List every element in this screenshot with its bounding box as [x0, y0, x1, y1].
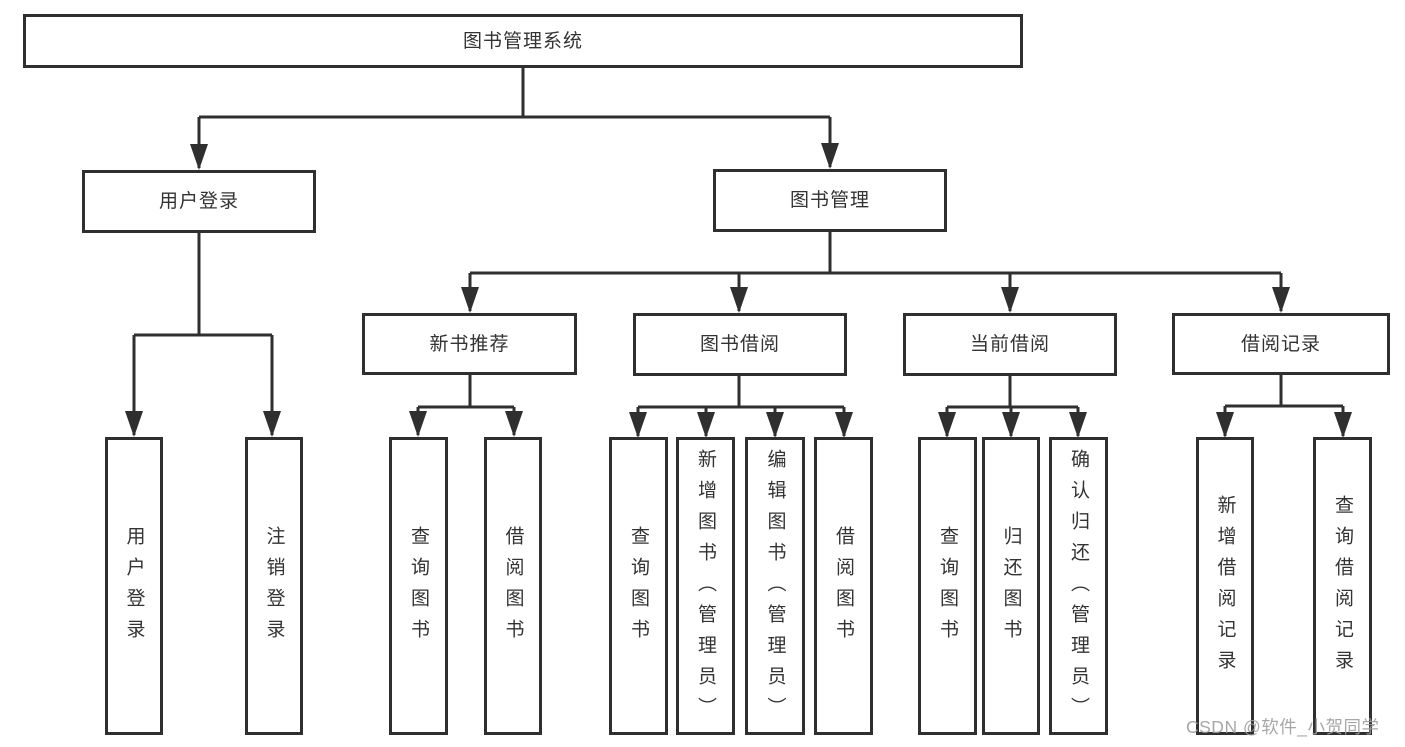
node-borrow-records: 借阅记录 [1172, 313, 1390, 375]
leaf-user-login: 用户登录 [105, 437, 163, 735]
leaf-cb-confirm-return-admin: 确认归还（管理员） [1049, 437, 1108, 735]
leaf-br-query-record: 查询借阅记录 [1313, 437, 1372, 735]
leaf-bb-query-books: 查询图书 [609, 437, 668, 735]
leaf-logout: 注销登录 [245, 437, 303, 735]
node-new-book-recommend: 新书推荐 [362, 313, 577, 375]
node-library-management-system: 图书管理系统 [23, 14, 1023, 68]
leaf-bb-edit-books-admin: 编辑图书（管理员） [745, 437, 805, 735]
leaf-cb-query-books: 查询图书 [918, 437, 977, 735]
leaf-bb-add-books-admin: 新增图书（管理员） [676, 437, 735, 735]
node-user-login: 用户登录 [82, 170, 316, 233]
leaf-nbr-query-books: 查询图书 [389, 437, 448, 735]
leaf-nbr-borrow-books: 借阅图书 [484, 437, 542, 735]
node-book-borrow: 图书借阅 [633, 313, 847, 376]
leaf-bb-borrow-books: 借阅图书 [814, 437, 873, 735]
node-current-borrow: 当前借阅 [903, 313, 1117, 376]
node-book-management: 图书管理 [713, 169, 947, 232]
leaf-cb-return-books: 归还图书 [982, 437, 1040, 735]
csdn-watermark: CSDN @软件_小贺同学 [1186, 717, 1380, 737]
leaf-br-add-record: 新增借阅记录 [1196, 437, 1254, 735]
